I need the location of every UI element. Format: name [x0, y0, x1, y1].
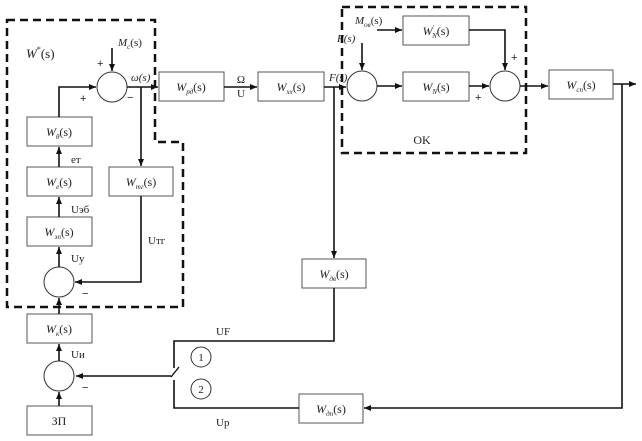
label-u-y: Uу [71, 253, 85, 265]
svg-text:Wрд(s): Wрд(s) [176, 80, 206, 96]
block-w-k: Wк(s) [26, 313, 93, 344]
sum-junction-speed [96, 71, 128, 103]
block-w-n-prime: W'N(s) [402, 15, 470, 46]
label-u: U [237, 88, 245, 100]
block-w-sp: Wсп(s) [548, 69, 614, 100]
block-w-dp: Wдп(s) [298, 393, 364, 424]
svg-text:2: 2 [198, 384, 204, 396]
label-u-tg: Uтг [148, 235, 166, 247]
signal-lines [56, 27, 636, 411]
switch-position-2: 2 [190, 378, 212, 400]
svg-text:Wθ(s): Wθ(s) [46, 125, 72, 141]
block-setpoint: ЗП [26, 405, 93, 436]
svg-text:Wдп(s): Wдп(s) [316, 402, 346, 418]
block-w-dv: Wдв(s) [301, 258, 367, 289]
switch-position-1: 1 [190, 346, 212, 368]
block-w-rd: Wрд(s) [158, 71, 225, 102]
svg-text:ЗП: ЗП [52, 414, 67, 428]
sign-sum1-top: + [97, 58, 103, 70]
plant-label: OK [413, 133, 431, 147]
svg-text:WN(s): WN(s) [422, 80, 449, 96]
svg-text:Wтг(s): Wтг(s) [126, 175, 156, 191]
block-w-tg: Wтг(s) [108, 166, 174, 197]
svg-text:W'N(s): W'N(s) [423, 24, 450, 40]
sum-junction-inner [43, 266, 75, 298]
sum-junction-outer [43, 360, 75, 392]
left-group-label: W*(s) [26, 45, 55, 61]
sign-sum3-right: − [82, 382, 88, 394]
label-omega: ω(s) [131, 72, 151, 84]
label-f-output: F(s) [328, 72, 348, 84]
svg-text:Wк(s): Wк(s) [46, 322, 72, 338]
sign-sum1-left: + [80, 93, 86, 105]
label-e-t: eт [71, 154, 81, 166]
sign-sum1-out: − [127, 92, 133, 104]
plant-boundary [340, 5, 528, 155]
label-omega-cap: Ω [237, 74, 245, 86]
block-w-e: We(s) [26, 166, 93, 197]
block-w-n: WN(s) [402, 71, 470, 102]
svg-text:We(s): We(s) [46, 175, 72, 191]
label-u-u: Uи [71, 349, 85, 361]
svg-text:1: 1 [198, 352, 204, 364]
sign-sum5-left: + [475, 92, 481, 104]
svg-text:Wэп(s): Wэп(s) [44, 225, 73, 241]
svg-text:Wхх(s): Wхх(s) [277, 80, 306, 96]
svg-text:Wдв(s): Wдв(s) [319, 267, 348, 283]
label-u-f: UF [216, 326, 230, 338]
block-w-xx: Wхх(s) [257, 71, 325, 102]
sign-sum5-top: + [511, 52, 517, 64]
label-u-eb: Uэб [71, 204, 90, 216]
svg-text:Wсп(s): Wсп(s) [566, 78, 595, 94]
label-u-p: Up [216, 417, 230, 429]
sign-sum2-right: − [82, 288, 88, 300]
block-w-theta: Wθ(s) [26, 116, 93, 147]
mode-switch [170, 366, 180, 378]
sum-junction-plant-out [489, 70, 521, 102]
sum-junction-plant-in [346, 70, 378, 102]
label-f-disturbance: F(s) [336, 33, 356, 45]
label-load-torque: Mc(s) [117, 37, 142, 51]
label-m-ov: Mов(s) [354, 15, 383, 29]
block-w-em: Wэп(s) [26, 216, 93, 247]
left-subsystem-boundary [5, 18, 185, 309]
